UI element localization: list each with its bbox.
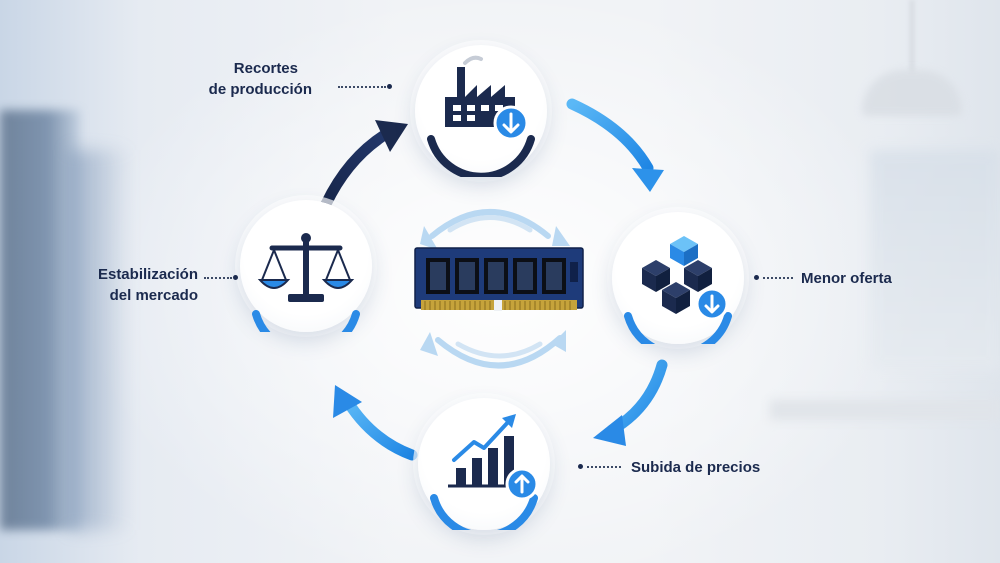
arrow-stabilization-to-production <box>320 120 408 210</box>
leader-dot-production-cuts <box>387 84 392 89</box>
desk-backdrop <box>770 400 1000 420</box>
node-market-stabilization <box>240 200 372 332</box>
boxes-down-icon <box>624 236 732 344</box>
arrow-supply-to-prices <box>593 359 668 446</box>
bar-chart-up-icon <box>430 414 539 530</box>
leader-dot-price-rise <box>578 464 583 469</box>
label-production-cuts: Recortes de producción <box>208 60 312 98</box>
center-cycle-arrows <box>429 209 563 369</box>
node-lower-supply <box>612 212 744 344</box>
arrow-prices-to-stabilization <box>333 385 418 461</box>
server-rack-glow <box>70 150 130 530</box>
arrow-production-to-supply <box>566 98 664 192</box>
leader-dot-market-stabilization <box>233 275 238 280</box>
label-price-rise: Subida de precios <box>631 459 761 476</box>
leader-lower-supply <box>763 277 793 279</box>
server-rack-backdrop <box>0 110 80 530</box>
ram-module-icon <box>414 247 584 311</box>
balance-scale-icon <box>252 233 360 332</box>
node-price-rise <box>418 398 550 530</box>
node-production-cuts <box>415 45 547 177</box>
leader-production-cuts <box>338 86 386 88</box>
ceiling-lamp-backdrop <box>862 70 962 116</box>
window-backdrop <box>870 150 1000 370</box>
leader-dot-lower-supply <box>754 275 759 280</box>
label-market-stabilization: Estabilización del mercado <box>97 266 198 304</box>
leader-price-rise <box>587 466 621 468</box>
center-cycle-arrowheads <box>420 226 570 356</box>
label-lower-supply: Menor oferta <box>801 270 892 287</box>
leader-market-stabilization <box>204 277 232 279</box>
factory-down-icon <box>427 55 535 177</box>
lamp-cord-backdrop <box>910 0 914 72</box>
